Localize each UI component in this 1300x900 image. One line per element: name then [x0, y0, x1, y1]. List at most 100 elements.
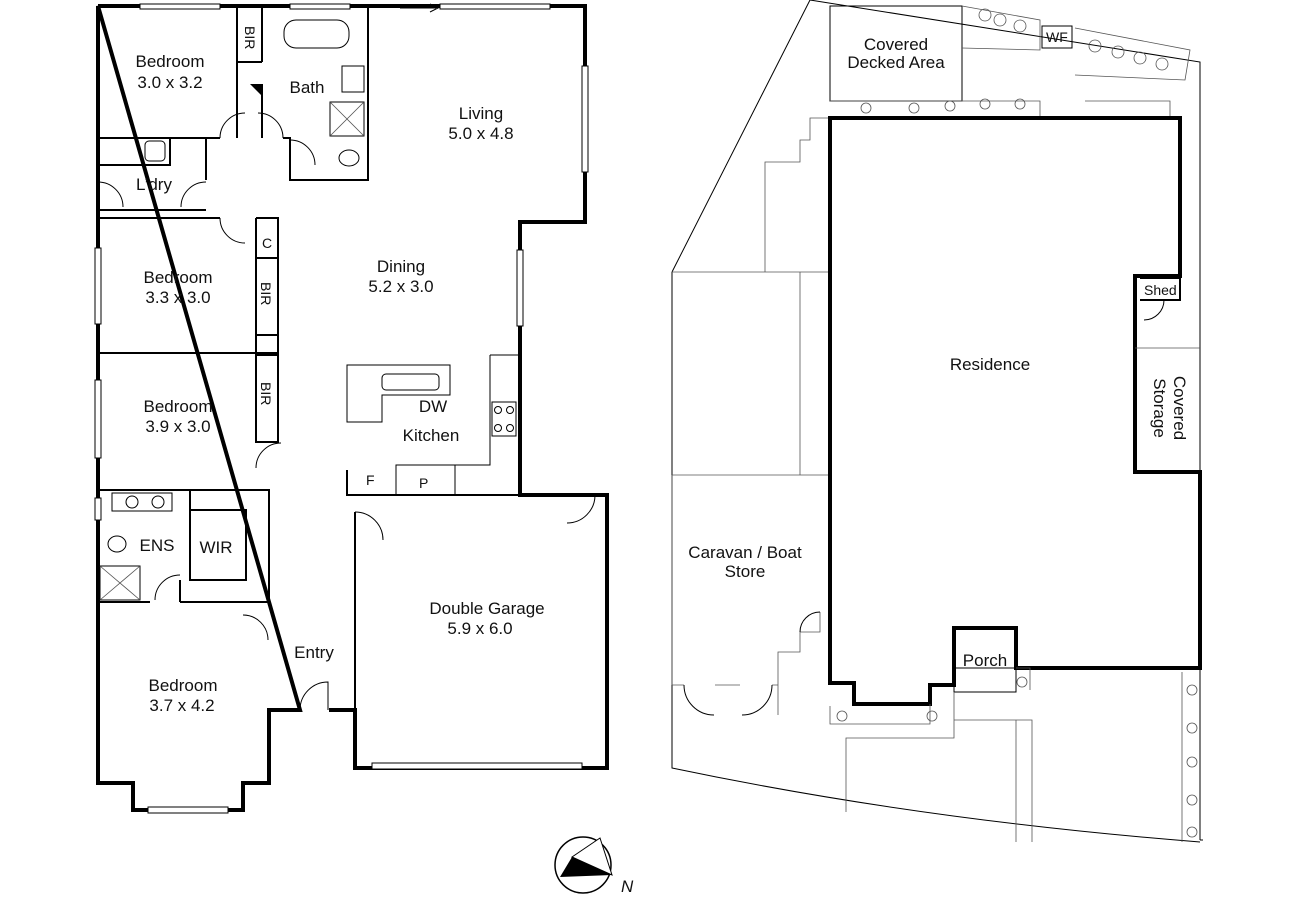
- dining-size: 5.2 x 3.0: [368, 277, 433, 296]
- garage-side-door: [566, 494, 596, 524]
- ensuite-walls: [98, 489, 270, 603]
- window: [289, 3, 351, 10]
- bedroom3-name: Bedroom: [144, 397, 213, 416]
- bedroom2-name: Bedroom: [144, 268, 213, 287]
- hall-door-bedroom1: [219, 112, 246, 139]
- window: [94, 497, 102, 521]
- laundry-walls: [98, 138, 207, 211]
- bedroom2-size: 3.3 x 3.0: [145, 288, 210, 307]
- bedroom4-door: [242, 614, 269, 641]
- bath-door: [289, 139, 316, 166]
- window: [94, 247, 102, 325]
- window: [147, 806, 229, 814]
- garage-name: Double Garage: [429, 599, 544, 618]
- residence-label: Residence: [950, 355, 1030, 374]
- garage-internal-door: [354, 511, 384, 541]
- sliding-door-arrow: [400, 3, 440, 13]
- bir1-label: BIR: [242, 26, 258, 49]
- bath-tub: [283, 19, 350, 49]
- garden-bed: [829, 667, 1183, 842]
- garden-bed: [830, 100, 1171, 118]
- ensuite-shower-cross: [99, 565, 141, 601]
- laundry-label: L’dry: [136, 175, 172, 194]
- dishwasher-label: DW: [419, 397, 447, 416]
- dining-name: Dining: [377, 257, 425, 276]
- kitchen-label: Kitchen: [403, 426, 460, 445]
- caravan-boat-store-outline: [671, 475, 821, 715]
- site-boundary: [671, 0, 1203, 843]
- bedroom2-door: [219, 217, 246, 244]
- kitchen-sink: [381, 373, 440, 391]
- kitchen-island: [346, 364, 451, 423]
- bath-basin: [341, 65, 365, 93]
- bedroom1-name: Bedroom: [136, 52, 205, 71]
- porch-label: Porch: [963, 651, 1007, 670]
- laundry-door-left: [97, 181, 124, 208]
- caravan-boat-store-label-2: Store: [725, 562, 766, 581]
- residence-outline: [828, 116, 1202, 706]
- window: [139, 3, 221, 10]
- fridge-label: F: [366, 472, 375, 488]
- compass-needle-light: [570, 837, 613, 876]
- shed-label: Shed: [1144, 282, 1177, 298]
- covered-storage-label: CoveredStorage: [1150, 376, 1189, 440]
- hall-door-bath: [257, 112, 284, 139]
- floor-plan: Bedroom 3.0 x 3.2 BIR Bath Living 5.0 x …: [94, 3, 609, 814]
- bedroom4-size: 3.7 x 4.2: [149, 696, 214, 715]
- living-size: 5.0 x 4.8: [448, 124, 513, 143]
- wf-label: WF: [1046, 29, 1068, 45]
- living-name: Living: [459, 104, 503, 123]
- side-path: [672, 117, 830, 476]
- bir2-label: BIR: [258, 282, 274, 305]
- ensuite-shower: [99, 565, 141, 601]
- kitchen-cooktop: [491, 401, 517, 437]
- entry-label: Entry: [294, 643, 334, 662]
- cupboard-label: C: [262, 235, 272, 251]
- bedroom3-door: [255, 442, 282, 469]
- cooktop-burner-1: [494, 406, 502, 414]
- compass-north-label: N: [621, 877, 634, 896]
- bath-toilet: [338, 149, 360, 167]
- covered-decked-area-label: Covered: [864, 35, 928, 54]
- cooktop-burner-3: [494, 424, 502, 432]
- kitchen-bench: [395, 354, 520, 495]
- bath-shower: [329, 101, 365, 137]
- pantry-label: P: [419, 475, 428, 491]
- laundry-tub: [144, 140, 166, 162]
- bedroom4-name: Bedroom: [149, 676, 218, 695]
- driveway: [845, 692, 1033, 842]
- ensuite-basin-2: [151, 495, 165, 509]
- side-door: [799, 611, 821, 633]
- cooktop-burner-2: [506, 406, 514, 414]
- wir-label: WIR: [199, 538, 232, 557]
- bir3-label: BIR: [258, 382, 274, 405]
- bath-label: Bath: [290, 78, 325, 97]
- ensuite-basin-1: [125, 495, 139, 509]
- porch-box: [953, 667, 1017, 693]
- bedroom2-walls: [98, 217, 279, 443]
- window: [516, 249, 524, 327]
- shed-outline: [1140, 277, 1181, 301]
- covered-decked-area-label-2: Decked Area: [847, 53, 945, 72]
- compass: N: [554, 836, 634, 896]
- ensuite-label: ENS: [140, 536, 175, 555]
- site-plan: Covered Decked Area WF Residence Shed Co…: [671, 0, 1203, 843]
- garden-bed: [961, 5, 1191, 81]
- bedroom3-size: 3.9 x 3.0: [145, 417, 210, 436]
- window: [581, 65, 589, 173]
- bir1-door: [250, 84, 262, 96]
- shed-door: [1143, 299, 1165, 321]
- bath-shower-cross: [329, 101, 365, 137]
- bedroom1-walls: [98, 6, 369, 181]
- garage-door: [371, 762, 583, 770]
- garage-size: 5.9 x 6.0: [447, 619, 512, 638]
- ensuite-toilet: [107, 535, 127, 553]
- wf-box: [1041, 25, 1073, 49]
- bedroom1-size: 3.0 x 3.2: [137, 73, 202, 92]
- cooktop-burner-4: [506, 424, 514, 432]
- ensuite-door: [154, 574, 181, 601]
- ensuite-vanity: [111, 492, 173, 512]
- garage-left-wall: [346, 470, 520, 768]
- window: [439, 3, 551, 10]
